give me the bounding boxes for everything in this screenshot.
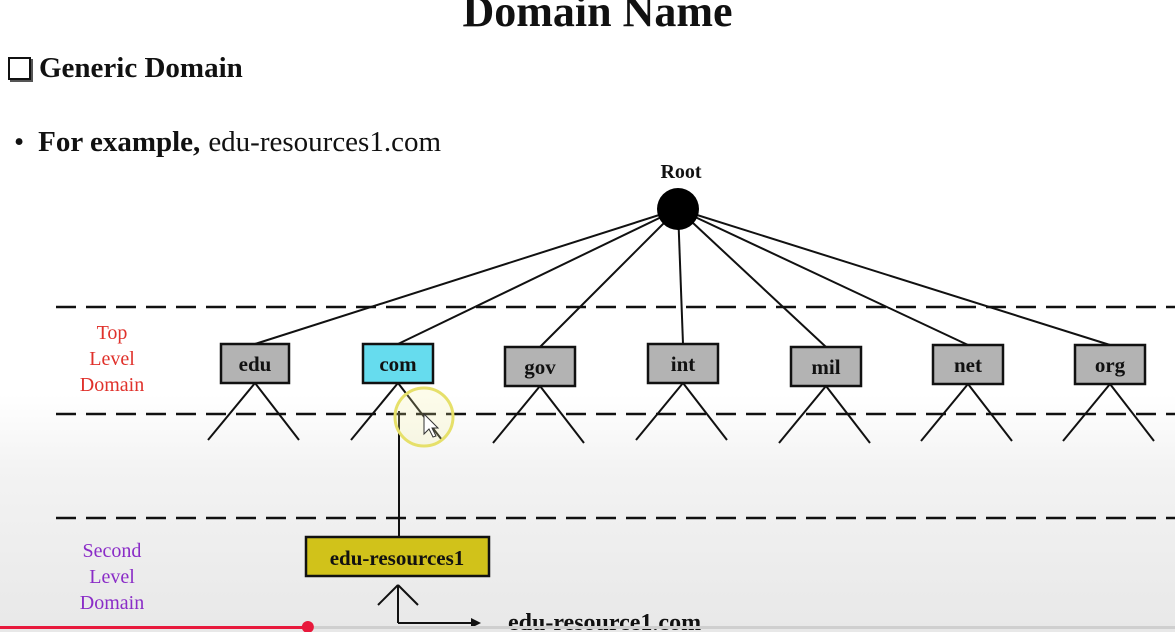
bullet-dot: • bbox=[14, 126, 25, 158]
example-bold-label: For example, bbox=[38, 126, 201, 158]
tld-node-int bbox=[646, 342, 720, 385]
top-level-label-line: Domain bbox=[79, 374, 145, 396]
video-progress-fill bbox=[0, 626, 308, 629]
second-level-domain-label: Second Level Domain bbox=[74, 538, 150, 616]
tld-node-gov bbox=[503, 345, 577, 388]
tld-label-int: int bbox=[671, 352, 696, 376]
tld-label-mil: mil bbox=[811, 355, 840, 379]
tld-label-org: org bbox=[1095, 353, 1126, 377]
section-heading: Generic Domain bbox=[8, 52, 243, 85]
gov-left-branch bbox=[492, 385, 541, 444]
root-to-mil-edge bbox=[677, 208, 827, 348]
tld-node-mil bbox=[789, 345, 863, 388]
root-to-net-edge bbox=[677, 208, 969, 346]
top-level-label-line: Top bbox=[96, 322, 128, 344]
tld-label-edu: edu bbox=[239, 352, 272, 376]
video-progress-track[interactable] bbox=[0, 626, 1175, 629]
slide-title: Domain Name bbox=[462, 0, 733, 36]
root-to-gov-edge bbox=[539, 208, 679, 348]
mouse-pointer-icon bbox=[423, 412, 440, 438]
mil-left-branch bbox=[778, 385, 827, 444]
root-node bbox=[657, 188, 699, 230]
tld-label-com: com bbox=[379, 352, 417, 376]
org-right-branch bbox=[1109, 383, 1155, 442]
tld-node-org bbox=[1073, 343, 1147, 386]
top-level-domain-label: Top Level Domain bbox=[76, 320, 148, 398]
edu-left-branch bbox=[207, 382, 256, 441]
sub-branch bbox=[397, 584, 419, 606]
sub-branch bbox=[377, 584, 399, 606]
example-text: edu-resources1.com bbox=[208, 126, 442, 158]
second-level-label-line: Second bbox=[82, 540, 142, 562]
second-level-node-label: edu-resources1 bbox=[330, 546, 465, 570]
root-to-org-edge bbox=[677, 208, 1111, 346]
tld-node-net bbox=[931, 343, 1005, 386]
root-to-edu-edge bbox=[254, 208, 679, 345]
second-level-label-line: Level bbox=[89, 566, 135, 588]
checkbox-bullet-icon bbox=[8, 57, 31, 80]
edu-right-branch bbox=[254, 382, 300, 441]
root-to-int-edge bbox=[677, 208, 684, 345]
net-right-branch bbox=[967, 383, 1013, 442]
int-left-branch bbox=[635, 382, 684, 441]
example-bullet: • For example,edu-resources1.com bbox=[14, 126, 441, 159]
tld-node-com bbox=[361, 342, 435, 385]
mil-right-branch bbox=[825, 385, 871, 444]
root-to-com-edge bbox=[397, 208, 679, 345]
com-right-branch bbox=[397, 382, 443, 441]
tld-label-net: net bbox=[954, 353, 982, 377]
net-left-branch bbox=[920, 383, 969, 442]
video-progress-scrubber[interactable] bbox=[301, 621, 314, 632]
int-right-branch bbox=[682, 382, 728, 441]
tree-nodes: edu com gov int mil net org bbox=[219, 342, 1147, 388]
section-heading-text: Generic Domain bbox=[39, 52, 243, 84]
top-level-label-line: Level bbox=[89, 348, 135, 370]
com-left-branch bbox=[350, 382, 399, 441]
tld-label-gov: gov bbox=[524, 355, 556, 379]
second-level-label-line: Domain bbox=[79, 592, 145, 614]
second-level-node bbox=[304, 535, 491, 578]
arrow-head-icon bbox=[471, 618, 481, 628]
tld-node-edu bbox=[219, 342, 291, 385]
root-label: Root bbox=[660, 161, 701, 183]
gov-right-branch bbox=[539, 385, 585, 444]
tree-edges bbox=[207, 208, 1155, 444]
org-left-branch bbox=[1062, 383, 1111, 442]
